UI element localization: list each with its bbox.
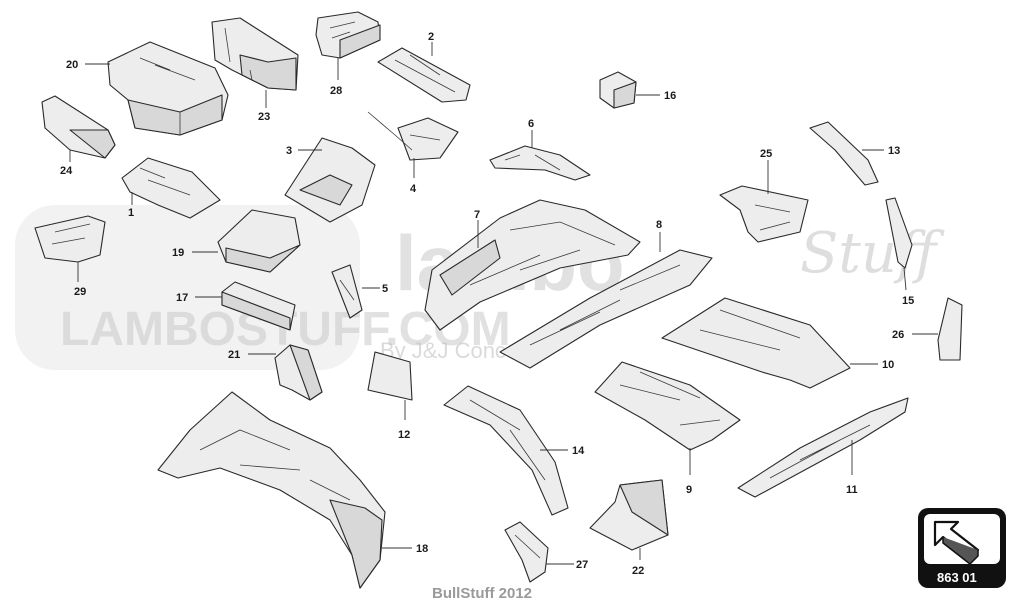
callout-label: 14 bbox=[572, 445, 585, 457]
callout-label: 26 bbox=[892, 329, 904, 341]
callout-label: 3 bbox=[286, 145, 292, 157]
part-13 bbox=[809, 121, 879, 186]
callout-23: 23 bbox=[258, 90, 270, 123]
callout-label: 11 bbox=[846, 484, 858, 496]
callout-label: 22 bbox=[632, 565, 644, 577]
callout-label: 17 bbox=[176, 292, 188, 304]
callout-label: 20 bbox=[66, 59, 78, 71]
callout-20: 20 bbox=[66, 59, 110, 71]
badge-code: 863 01 bbox=[937, 570, 977, 585]
callout-label: 5 bbox=[382, 283, 388, 295]
callout-10: 10 bbox=[850, 359, 894, 371]
callout-26: 26 bbox=[892, 329, 938, 341]
footer-credit: BullStuff 2012 bbox=[432, 585, 532, 602]
callout-14: 14 bbox=[540, 445, 585, 457]
part-15 bbox=[885, 197, 913, 269]
callout-4: 4 bbox=[410, 158, 417, 195]
part-17 bbox=[221, 281, 296, 331]
callout-label: 9 bbox=[686, 484, 692, 496]
part-11 bbox=[737, 397, 909, 498]
callout-9: 9 bbox=[686, 448, 692, 496]
callout-label: 4 bbox=[410, 183, 417, 195]
part-22 bbox=[589, 479, 669, 551]
callout-22: 22 bbox=[632, 548, 644, 577]
callout-label: 25 bbox=[760, 148, 772, 160]
callout-label: 1 bbox=[128, 207, 134, 219]
part-28 bbox=[315, 11, 381, 59]
callout-label: 6 bbox=[528, 118, 534, 130]
callout-label: 19 bbox=[172, 247, 184, 259]
arrow-up-left-icon bbox=[933, 520, 980, 565]
part-7 bbox=[424, 199, 641, 331]
callout-label: 24 bbox=[60, 165, 73, 177]
part-1 bbox=[121, 157, 221, 219]
part-4 bbox=[367, 111, 459, 161]
callout-18: 18 bbox=[382, 543, 428, 555]
callout-label: 7 bbox=[474, 209, 480, 221]
callout-label: 13 bbox=[888, 145, 900, 157]
callout-label: 16 bbox=[664, 90, 676, 102]
part-6 bbox=[489, 145, 591, 181]
callout-11: 11 bbox=[846, 440, 858, 496]
part-27 bbox=[504, 521, 549, 583]
callout-label: 29 bbox=[74, 286, 86, 298]
callout-19: 19 bbox=[172, 247, 218, 259]
reference-badge: 863 01 bbox=[918, 508, 1006, 588]
part-20 bbox=[107, 41, 229, 136]
callout-label: 23 bbox=[258, 111, 270, 123]
watermark-script: Stuff bbox=[800, 221, 945, 286]
callout-label: 10 bbox=[882, 359, 894, 371]
part-10 bbox=[661, 297, 851, 389]
callout-27: 27 bbox=[546, 559, 588, 571]
part-23 bbox=[211, 17, 299, 91]
part-16 bbox=[599, 71, 637, 109]
callout-29: 29 bbox=[74, 262, 86, 298]
callout-8: 8 bbox=[656, 219, 662, 252]
callout-13: 13 bbox=[862, 145, 900, 157]
callout-label: 28 bbox=[330, 85, 342, 97]
part-29 bbox=[34, 215, 106, 263]
callout-label: 15 bbox=[902, 295, 914, 307]
callout-label: 2 bbox=[428, 31, 434, 43]
callout-12: 12 bbox=[398, 400, 410, 441]
callout-1: 1 bbox=[128, 192, 134, 219]
part-9 bbox=[594, 361, 741, 451]
callout-24: 24 bbox=[60, 150, 73, 177]
part-18 bbox=[157, 391, 386, 589]
callout-15: 15 bbox=[902, 267, 914, 307]
callout-21: 21 bbox=[228, 349, 276, 361]
callout-label: 27 bbox=[576, 559, 588, 571]
callout-label: 8 bbox=[656, 219, 662, 231]
callout-28: 28 bbox=[330, 58, 342, 97]
part-21 bbox=[274, 344, 323, 401]
callout-label: 12 bbox=[398, 429, 410, 441]
part-8 bbox=[499, 249, 713, 369]
part-26 bbox=[937, 297, 963, 361]
callout-6: 6 bbox=[528, 118, 534, 148]
part-5 bbox=[331, 264, 363, 319]
callout-25: 25 bbox=[760, 148, 772, 194]
callout-16: 16 bbox=[636, 90, 676, 102]
callout-5: 5 bbox=[362, 283, 388, 295]
callout-17: 17 bbox=[176, 292, 222, 304]
part-14 bbox=[443, 385, 569, 516]
callout-label: 21 bbox=[228, 349, 240, 361]
part-2 bbox=[377, 47, 471, 103]
callout-3: 3 bbox=[286, 145, 322, 157]
part-3 bbox=[284, 137, 376, 223]
part-12 bbox=[367, 351, 413, 401]
callout-2: 2 bbox=[428, 31, 434, 56]
callout-7: 7 bbox=[474, 209, 480, 248]
part-24 bbox=[41, 95, 116, 159]
part-25 bbox=[719, 185, 809, 243]
part-19 bbox=[217, 209, 301, 273]
callout-label: 18 bbox=[416, 543, 428, 555]
